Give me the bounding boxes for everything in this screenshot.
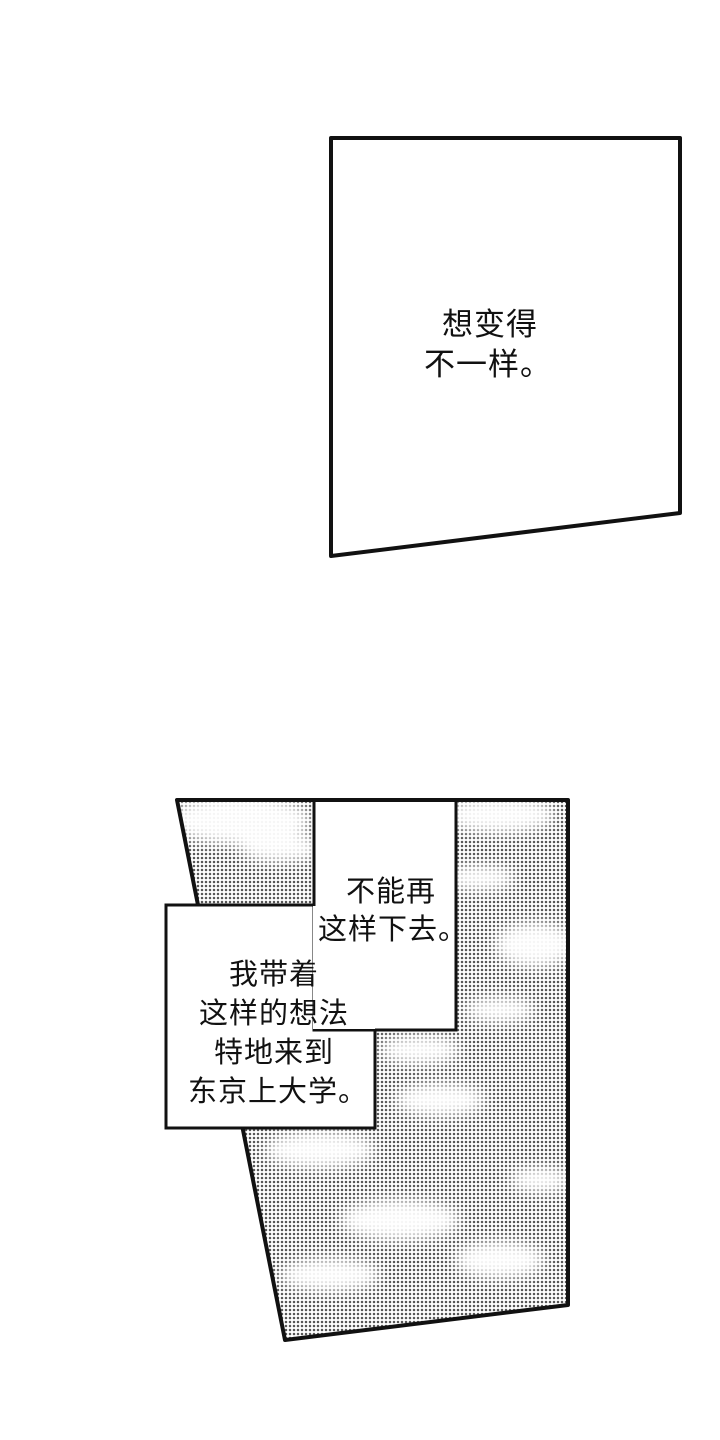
caption-top: 想变得 不一样。 [424,305,552,385]
caption-lower: 我带着 这样的想法 特地来到 东京上大学。 [188,955,369,1111]
caption-lower-line-3: 特地来到 [213,1035,334,1069]
caption-lower-line-1: 我带着 [228,957,319,991]
panel-top-frame [329,136,682,558]
caption-upper: 不能再 这样下去。 [318,872,468,948]
panel-bottom-frame [175,798,570,1342]
caption-top-line-2: 不一样。 [424,347,552,383]
caption-upper-line-1: 不能再 [346,874,437,908]
caption-box-lower [164,903,377,1130]
caption-upper-line-2: 这样下去。 [318,912,469,946]
caption-lower-line-2: 这样的想法 [198,996,349,1030]
caption-lower-line-4: 东京上大学。 [188,1074,369,1108]
caption-box-upper-border [312,802,458,1032]
caption-top-line-1: 想变得 [442,307,538,343]
